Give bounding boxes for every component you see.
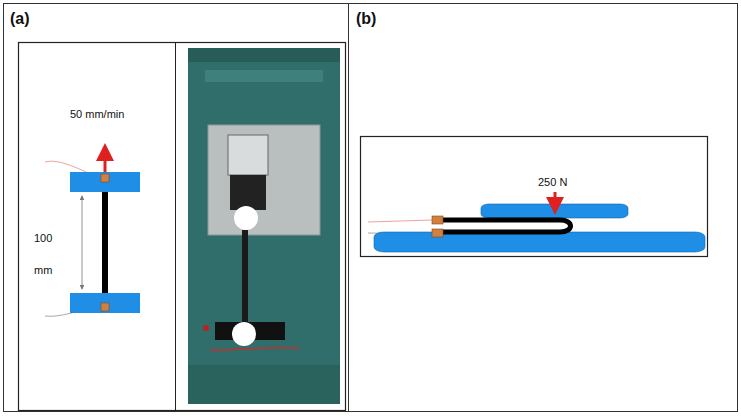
- dimension-value: 100: [34, 232, 52, 244]
- speed-label: 50 mm/min: [70, 108, 124, 120]
- panel-label: (b): [356, 10, 376, 28]
- dimension-unit: mm: [34, 264, 52, 276]
- force-label: 250 N: [538, 176, 567, 188]
- panel-label: (a): [10, 10, 30, 28]
